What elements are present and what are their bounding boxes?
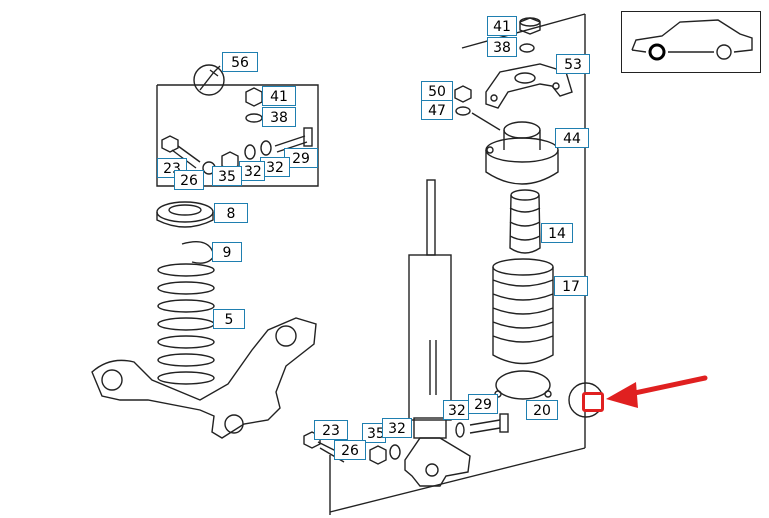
- callout-53[interactable]: 53: [556, 54, 590, 74]
- callout-50[interactable]: 50: [421, 81, 453, 101]
- callout-32-kit-b[interactable]: 32: [239, 161, 265, 181]
- upper-mount-44: [485, 121, 559, 185]
- callout-35-kit[interactable]: 35: [212, 166, 242, 186]
- callout-9[interactable]: 9: [212, 242, 242, 262]
- callout-20[interactable]: 20: [526, 400, 558, 420]
- nut-41-kit: [245, 87, 263, 107]
- bump-stop-14: [509, 189, 541, 254]
- callout-32-lower[interactable]: 32: [382, 418, 412, 438]
- callout-44[interactable]: 44: [555, 128, 589, 148]
- car-locator-box: [621, 11, 761, 73]
- clip-9: [181, 241, 215, 264]
- top-nut-41: [519, 17, 541, 35]
- bolt-29-lower: [455, 413, 509, 438]
- control-arm: [91, 317, 317, 439]
- callout-41-top[interactable]: 41: [487, 16, 517, 36]
- dust-boot-17: [492, 258, 554, 365]
- highlighted-callout[interactable]: [582, 392, 604, 412]
- spring-pad-8: [156, 201, 214, 228]
- callout-29-kit[interactable]: 29: [284, 148, 318, 168]
- washer-32-kit-b: [260, 140, 272, 156]
- callout-26-kit[interactable]: 26: [174, 170, 204, 190]
- callout-32-lower-right[interactable]: 32: [443, 400, 469, 420]
- shock-absorber: [404, 179, 471, 487]
- callout-26-lower[interactable]: 26: [334, 440, 366, 460]
- callout-8[interactable]: 8: [214, 203, 248, 223]
- callout-23-lower[interactable]: 23: [314, 420, 348, 440]
- coil-spring-5: [157, 263, 215, 385]
- callout-5[interactable]: 5: [213, 309, 245, 329]
- nut-50: [454, 85, 472, 103]
- callout-17[interactable]: 17: [554, 276, 588, 296]
- callout-41-kit[interactable]: 41: [262, 86, 296, 106]
- callout-14[interactable]: 14: [541, 223, 573, 243]
- washer-32: [389, 444, 401, 460]
- red-arrow-icon: [606, 375, 708, 408]
- washer-38-kit: [245, 113, 263, 123]
- bolt-29-kit: [274, 127, 313, 153]
- kit-box: [156, 84, 319, 187]
- callout-47[interactable]: 47: [421, 100, 453, 120]
- washer-32-kit-a: [244, 144, 256, 160]
- mount-bracket-53: [485, 63, 573, 109]
- callout-38-kit[interactable]: 38: [262, 107, 296, 127]
- callout-38-top[interactable]: 38: [487, 37, 517, 57]
- clamp-ring-20: [494, 370, 552, 400]
- callout-56[interactable]: 56: [222, 52, 258, 72]
- callout-29-lower[interactable]: 29: [468, 394, 498, 414]
- wrench-icon: [193, 64, 225, 96]
- nut-35: [369, 445, 387, 465]
- car-silhouette-icon: [631, 19, 753, 61]
- washer-38: [519, 43, 535, 53]
- washer-47: [455, 106, 471, 116]
